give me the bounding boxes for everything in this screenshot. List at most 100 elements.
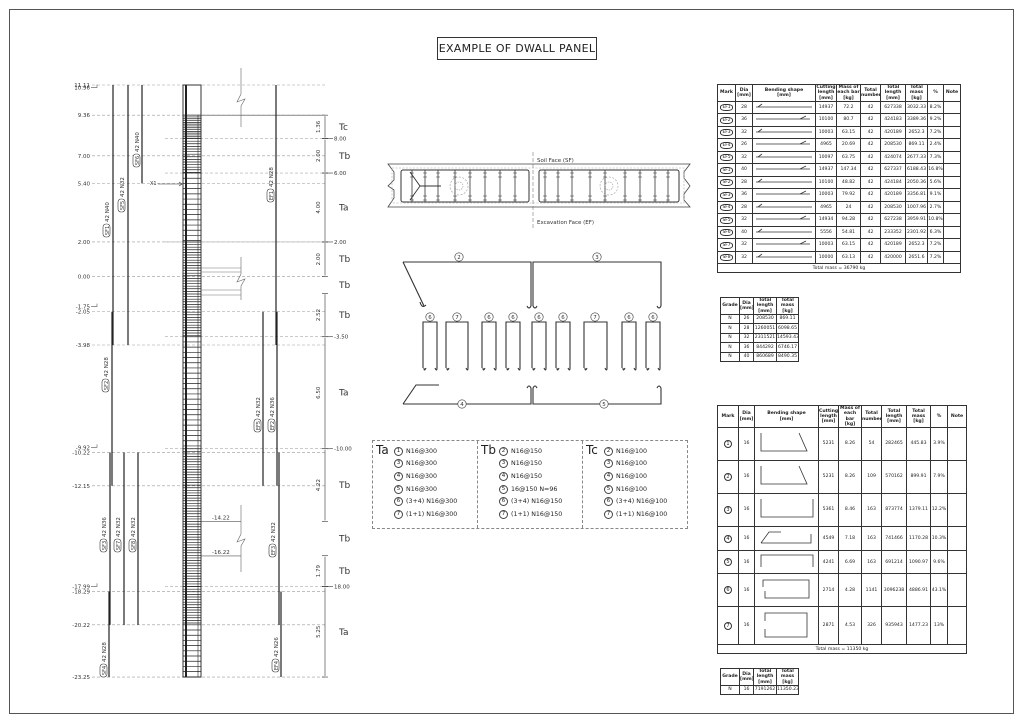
bar-count-label: 42 N26 (274, 637, 280, 657)
total-length-cell: 208530 (880, 200, 906, 215)
mass-each-cell: 20.69 (836, 138, 861, 152)
stirrup-shape (422, 321, 438, 371)
summary-cell: 26 (739, 313, 754, 325)
schedule-spec: N16@100 (616, 485, 648, 493)
summary-cell: 40 (739, 351, 754, 363)
schedule-mark: 5 (604, 484, 613, 494)
bending-shape-sketch (760, 532, 811, 544)
bar-mark: 5 (724, 558, 732, 567)
percent-cell: 7.2% (927, 250, 944, 265)
dimension-label: 4.00 (316, 201, 322, 214)
bending-shape-sketch (760, 465, 808, 485)
bar-count-label: 42 N32 (256, 397, 262, 417)
summary-cell: 14593.43 (776, 332, 799, 344)
bending-shape-path (764, 612, 807, 638)
total-length-cell: 3096238 (881, 573, 907, 608)
bar-mark: 2 (724, 473, 732, 482)
total-length-cell: 420000 (880, 250, 906, 265)
zone-label: Ta (338, 204, 349, 214)
note-cell (947, 427, 967, 462)
schedule-spec: N16@300 (406, 447, 438, 455)
dia-cell: 16 (738, 493, 755, 528)
column-header: Grade (720, 668, 740, 686)
column-header: Mark (717, 84, 736, 102)
total-number-cell: 163 (861, 493, 882, 528)
percent-cell: 3.9% (930, 427, 948, 462)
total-number-cell: 163 (861, 526, 882, 552)
schedule-spec: (3+4) N16@100 (616, 498, 668, 506)
level-label: -3.98 (76, 343, 91, 349)
bar-mark-hexagon (253, 418, 262, 433)
cutting-length-cell: 14934 (815, 213, 837, 227)
cutting-length-cell: 10003 (815, 125, 837, 140)
cross-section: Soil Face (SF) Excavation Face (EF) (387, 152, 691, 230)
bar-mark: 7 (724, 621, 732, 630)
bar-count-label: 42 N36 (102, 517, 108, 537)
zone-label: Tb (338, 255, 350, 265)
break-line (236, 257, 246, 300)
schedule-mark: 4 (394, 471, 403, 481)
cutting-length-cell: 5361 (818, 493, 839, 528)
total-mass-cell: 3032.33 (905, 100, 928, 115)
bending-shape-path (760, 498, 813, 518)
summary-cell: 860689 (753, 351, 777, 363)
total-length-cell: 627338 (880, 100, 906, 115)
summary-cell: 2311521 (753, 332, 777, 344)
break-line (236, 68, 246, 127)
schedule-spec: N16@300 (406, 460, 438, 468)
shape-mark-label: 6 (537, 315, 541, 321)
mass-each-cell: 4.28 (838, 573, 862, 608)
shape-mark-circle (484, 312, 494, 322)
bending-shape-cell (754, 427, 819, 462)
right-level-label: -3.50 (334, 335, 349, 341)
shape-mark-circle (558, 312, 568, 322)
shape-mark-label: 2 (457, 255, 461, 261)
bar-mark-hexagon (266, 188, 275, 203)
shape-mark-label: 7 (455, 315, 459, 321)
bending-shape-path (760, 465, 808, 485)
level-leader (91, 583, 98, 587)
note-cell (947, 493, 967, 528)
total-mass-cell: 1477.23 (906, 606, 931, 646)
mass-each-cell: 48.82 (836, 175, 861, 190)
percent-cell: 7.9% (930, 460, 948, 495)
schedule-spec: N16@150 (511, 472, 543, 480)
schedule-mark: 2 (604, 446, 613, 456)
total-number-cell: 42 (860, 200, 881, 215)
total-mass-cell: 869.11 (905, 138, 928, 152)
mass-each-cell: 8.26 (838, 460, 862, 495)
total-length-cell: 282465 (881, 427, 907, 462)
stirrup-shape (531, 321, 547, 371)
bending-shapes (402, 261, 662, 405)
percent-cell: 9.1% (927, 188, 944, 202)
shape-mark-label: 6 (651, 315, 655, 321)
dia-cell: 16 (738, 606, 755, 646)
bending-shape-cell (754, 493, 819, 528)
schedule-mark: 6 (604, 497, 613, 507)
total-mass-cell: 2677.33 (905, 150, 928, 165)
bending-shape-sketch (756, 153, 812, 158)
level-label: -2.05 (76, 310, 91, 316)
shape-mark-circle (624, 312, 634, 322)
column-header: Dia[mm] (739, 297, 754, 315)
zone-label: Tb (338, 311, 350, 321)
level-label: 7.00 (78, 154, 91, 160)
level-label: 9.36 (78, 113, 91, 119)
total-length-cell: 420189 (880, 238, 906, 252)
cutting-length-cell: 10000 (815, 250, 837, 265)
schedule-mark: 3 (394, 459, 403, 469)
bending-shape-sketch (756, 203, 812, 208)
level-label: -10.22 (72, 451, 90, 457)
bending-shape-path (756, 178, 812, 183)
